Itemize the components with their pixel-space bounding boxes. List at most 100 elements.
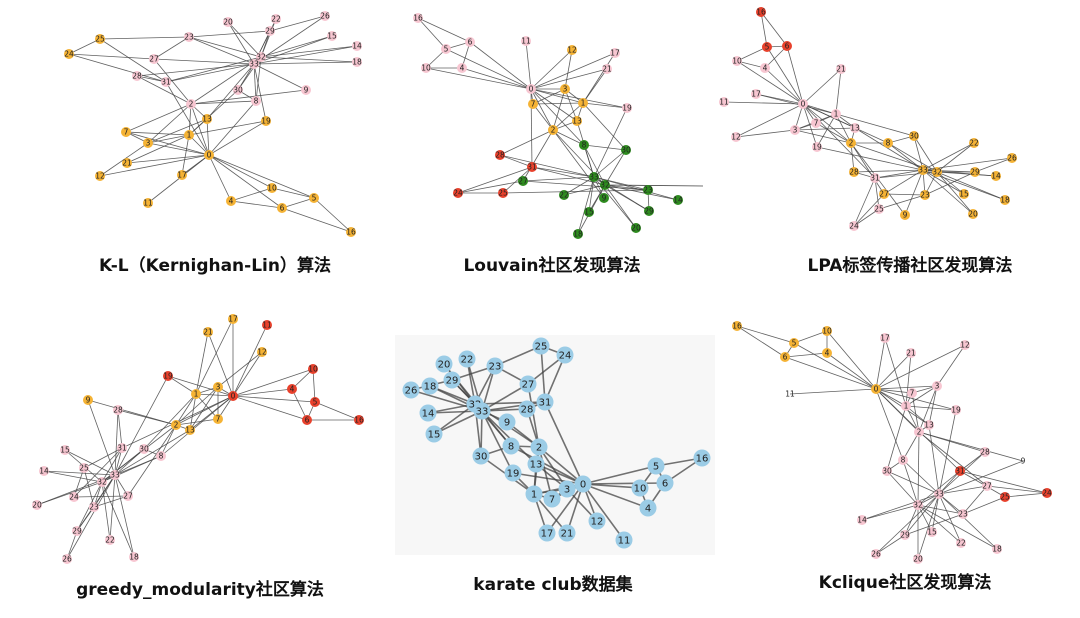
edge-5-16 (314, 401, 360, 421)
edge-24-25 (73, 467, 85, 498)
node-24 (556, 346, 574, 364)
node-label-29: 29 (446, 376, 459, 387)
node-label-0: 0 (874, 385, 879, 394)
edge-2-28 (136, 75, 192, 105)
node-17 (538, 524, 556, 542)
node-19 (812, 142, 822, 152)
edge-0-12 (875, 344, 966, 390)
edge-2-9 (190, 89, 307, 105)
edge-0-19 (530, 88, 628, 109)
node-21 (122, 158, 132, 168)
node-7 (907, 388, 917, 398)
edge-0-6 (232, 395, 308, 421)
node-label-7: 7 (814, 119, 819, 128)
node-label-6: 6 (783, 353, 788, 362)
node-label-19: 19 (622, 104, 632, 113)
node-label-9: 9 (86, 396, 91, 405)
edge-2-7 (125, 103, 192, 133)
node-7 (543, 490, 561, 508)
node-0 (871, 384, 881, 394)
node-label-7: 7 (216, 415, 221, 424)
node-22 (956, 538, 966, 548)
node-28 (113, 405, 123, 415)
edge-27-33 (522, 176, 595, 182)
node-label-8: 8 (159, 452, 164, 461)
edge-29-32 (904, 504, 919, 536)
node-label-18: 18 (1000, 196, 1010, 205)
edge-9-33 (938, 460, 1024, 495)
edge-2-7 (175, 418, 219, 426)
node-30 (882, 466, 892, 476)
node-label-15: 15 (959, 190, 969, 199)
edge-8-30 (583, 144, 627, 151)
node-9 (301, 85, 311, 95)
node-1 (831, 109, 841, 119)
node-label-0: 0 (231, 392, 236, 401)
node-20 (968, 209, 978, 219)
edge-8-32 (902, 459, 919, 506)
edge-0-1 (195, 393, 234, 397)
node-14 (857, 515, 867, 525)
node-6 (780, 352, 790, 362)
node-label-19: 19 (507, 469, 520, 480)
node-15 (584, 207, 594, 217)
node-label-29: 29 (265, 27, 275, 36)
node-1 (525, 485, 543, 503)
node-15 (425, 425, 443, 443)
node-label-4: 4 (763, 64, 768, 73)
edge-24-27 (73, 495, 129, 498)
node-8 (579, 140, 589, 150)
node-29 (443, 371, 461, 389)
node-label-4: 4 (645, 504, 651, 515)
edge-2-32 (917, 431, 920, 506)
node-label-0: 0 (580, 480, 586, 491)
node-label-9: 9 (1021, 457, 1026, 466)
edge-2-27 (527, 383, 540, 448)
edge-28-31 (959, 451, 986, 472)
node-10 (267, 183, 277, 193)
node-label-17: 17 (228, 315, 238, 324)
node-label-28: 28 (521, 405, 534, 416)
edge-0-5 (445, 48, 532, 90)
node-4 (457, 63, 467, 73)
node-1 (578, 98, 588, 108)
node-29 (900, 530, 910, 540)
edge-0-21 (566, 483, 584, 534)
node-21 (836, 64, 846, 74)
edge-0-2 (538, 446, 584, 485)
node-label-21: 21 (203, 328, 213, 337)
edge-0-19 (208, 120, 267, 156)
node-32 (256, 52, 266, 62)
edge-0-10 (826, 330, 877, 390)
node-7 (213, 414, 223, 424)
node-3 (558, 480, 576, 498)
node-0 (228, 391, 238, 401)
edge-20-33 (922, 169, 974, 215)
node-15 (60, 445, 70, 455)
edge-30-33 (237, 63, 255, 91)
edge-23-27 (153, 36, 190, 60)
node-12 (731, 132, 741, 142)
node-label-5: 5 (313, 398, 318, 407)
edge-23-27 (93, 495, 129, 508)
edge-2-3 (794, 129, 852, 144)
edge-22-32 (917, 504, 962, 544)
node-label-30: 30 (882, 467, 892, 476)
node-15 (327, 31, 337, 41)
node-label-24: 24 (1042, 489, 1052, 498)
edge-31-32 (531, 166, 606, 186)
node-label-3: 3 (793, 126, 798, 135)
node-label-8: 8 (886, 139, 891, 148)
node-33 (249, 59, 259, 69)
edge-1-19 (582, 102, 628, 109)
edge-28-31 (117, 409, 123, 449)
edge-23-32 (917, 504, 964, 515)
node-label-17: 17 (541, 529, 554, 540)
edge-4-6 (784, 352, 828, 358)
edge-20-32 (936, 171, 974, 215)
node-2 (530, 438, 548, 456)
edge-15-33 (433, 410, 483, 435)
edge-24-27 (986, 485, 1048, 494)
node-label-15: 15 (927, 528, 937, 537)
